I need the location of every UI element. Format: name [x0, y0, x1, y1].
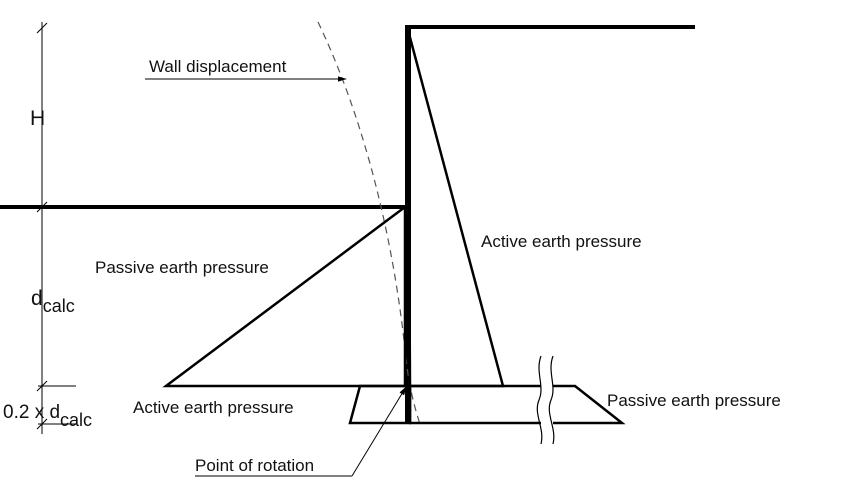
- break-mark-gap: [541, 355, 553, 445]
- active-earth-pressure-label-upper: Active earth pressure: [481, 232, 642, 251]
- d-calc-main: d: [31, 287, 43, 310]
- active-earth-pressure-label-lower: Active earth pressure: [133, 398, 294, 417]
- dimension-tick-ground: [36, 201, 48, 213]
- toe-length-subscript: calc: [60, 410, 92, 430]
- active-earth-pressure-diagram-upper: [406, 29, 505, 388]
- toe-length-label: 0.2 x dcalc: [3, 402, 92, 430]
- dimension-tick-top: [36, 22, 48, 34]
- point-of-rotation-label: Point of rotation: [195, 456, 314, 475]
- passive-earth-pressure-diagram-right: [408, 384, 626, 425]
- passive-earth-pressure-label-right: Passive earth pressure: [607, 391, 781, 410]
- height-label: H: [30, 107, 45, 130]
- break-mark-left: [536, 355, 543, 445]
- d-calc-subscript: calc: [43, 296, 75, 316]
- passive-earth-pressure-label-left: Passive earth pressure: [95, 258, 269, 277]
- wall-displacement-curve: [317, 21, 421, 425]
- active-earth-pressure-diagram-lower: [348, 384, 412, 425]
- d-calc-label: dcalc: [31, 287, 75, 316]
- toe-length-prefix: 0.2 x d: [3, 402, 60, 423]
- wall-displacement-label: Wall displacement: [149, 57, 287, 76]
- break-mark-right: [548, 355, 555, 445]
- passive-earth-pressure-diagram-left: [162, 204, 407, 388]
- point-of-rotation-leader: [351, 386, 407, 477]
